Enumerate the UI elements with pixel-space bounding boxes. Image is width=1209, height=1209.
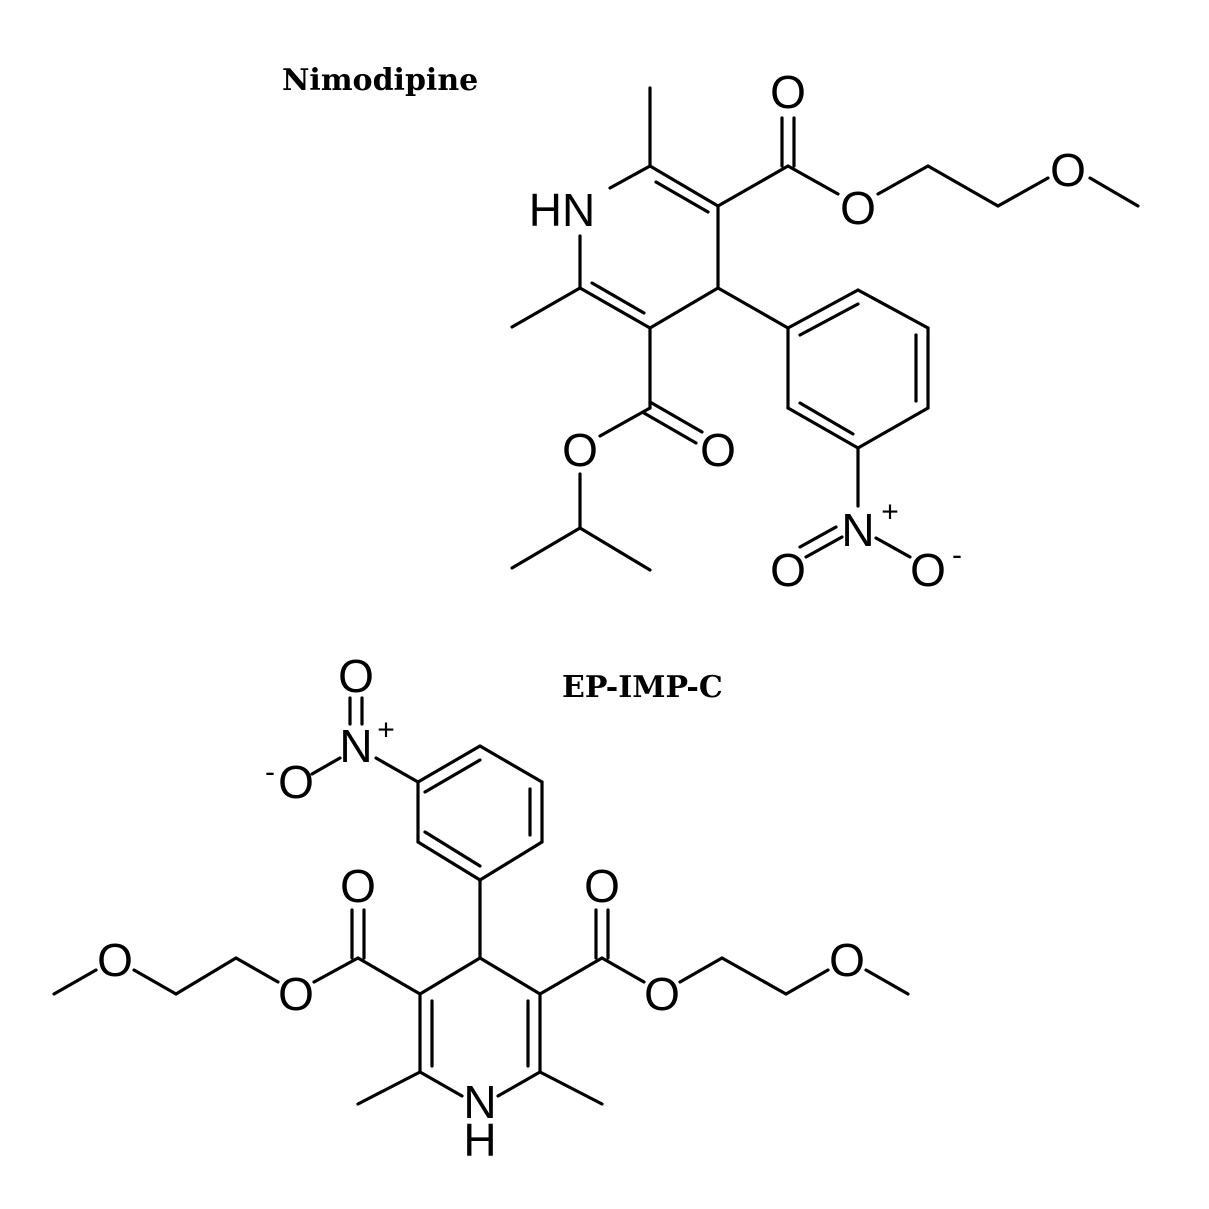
bond xyxy=(786,164,840,196)
atom-label-o: O xyxy=(584,860,620,912)
bond xyxy=(856,288,930,330)
bond xyxy=(356,956,422,996)
bond xyxy=(478,840,544,882)
ep-imp-c-structure: O N + - O O O O O O O N H xyxy=(52,650,910,1166)
bond xyxy=(874,536,912,559)
bond xyxy=(234,956,280,984)
atom-label-o: O xyxy=(770,66,806,118)
bond xyxy=(716,164,790,208)
atom-label-nh: HN xyxy=(529,184,595,236)
atom-label-n: N xyxy=(463,1076,496,1128)
molecule-title-nimodipine: Nimodipine xyxy=(282,63,479,98)
molecule-title-ep-imp-c: EP-IMP-C xyxy=(562,670,723,705)
bond xyxy=(590,281,646,315)
bond xyxy=(418,956,482,996)
charge-minus: - xyxy=(952,539,962,572)
atom-label-o: O xyxy=(338,650,374,702)
bond xyxy=(510,526,582,570)
bond xyxy=(578,286,652,330)
atom-label-o: O xyxy=(770,544,806,596)
bond xyxy=(423,830,482,868)
atom-label-o: O xyxy=(910,544,946,596)
atom-label-o: O xyxy=(340,860,376,912)
bond xyxy=(786,288,860,330)
bond xyxy=(786,406,860,450)
atom-label-n: N xyxy=(841,504,874,556)
bond xyxy=(716,286,790,330)
atom-label-o: O xyxy=(700,424,736,476)
bond xyxy=(798,401,855,436)
bond xyxy=(720,956,788,996)
bond xyxy=(798,302,860,337)
bond xyxy=(798,525,838,549)
bond xyxy=(598,406,652,438)
bond xyxy=(538,956,604,996)
bond xyxy=(374,756,420,784)
bond xyxy=(132,968,178,996)
bond xyxy=(876,164,930,196)
atom-label-n: N xyxy=(339,720,372,772)
bond xyxy=(804,535,844,559)
bond xyxy=(538,1070,604,1106)
charge-plus: + xyxy=(377,714,395,747)
bond xyxy=(600,956,646,984)
bond xyxy=(418,1070,464,1098)
bond xyxy=(856,406,930,450)
charge-plus: + xyxy=(881,496,899,529)
nimodipine-structure: HN O O O O O N + O O - xyxy=(510,66,1140,596)
bond xyxy=(864,968,910,996)
atom-label-o: O xyxy=(840,182,876,234)
atom-label-o: O xyxy=(278,968,314,1020)
atom-label-o: O xyxy=(278,756,314,808)
bond xyxy=(496,1070,542,1098)
atom-label-h: H xyxy=(463,1114,496,1166)
bond xyxy=(312,956,360,984)
bond xyxy=(654,180,710,214)
bond xyxy=(52,968,98,996)
bond xyxy=(648,400,704,434)
atom-label-o: O xyxy=(644,968,680,1020)
bond xyxy=(423,758,482,794)
atom-label-o: O xyxy=(562,424,598,476)
bond xyxy=(578,526,652,572)
bond xyxy=(174,956,238,996)
bond xyxy=(608,164,652,190)
bond xyxy=(648,286,720,330)
bond xyxy=(784,968,830,996)
atom-label-o: O xyxy=(97,934,133,986)
bond xyxy=(642,411,698,445)
bond xyxy=(648,164,720,208)
bond xyxy=(356,1070,422,1106)
bond xyxy=(416,840,482,882)
charge-minus: - xyxy=(265,756,275,789)
bond xyxy=(926,164,1000,208)
bond xyxy=(1088,176,1140,208)
bond xyxy=(416,744,482,784)
bond xyxy=(478,956,542,996)
bond xyxy=(478,744,544,784)
bond xyxy=(510,286,582,329)
bond xyxy=(996,176,1050,208)
atom-label-o: O xyxy=(829,934,865,986)
bond xyxy=(310,756,342,776)
bond xyxy=(678,956,724,984)
atom-label-o: O xyxy=(1050,144,1086,196)
